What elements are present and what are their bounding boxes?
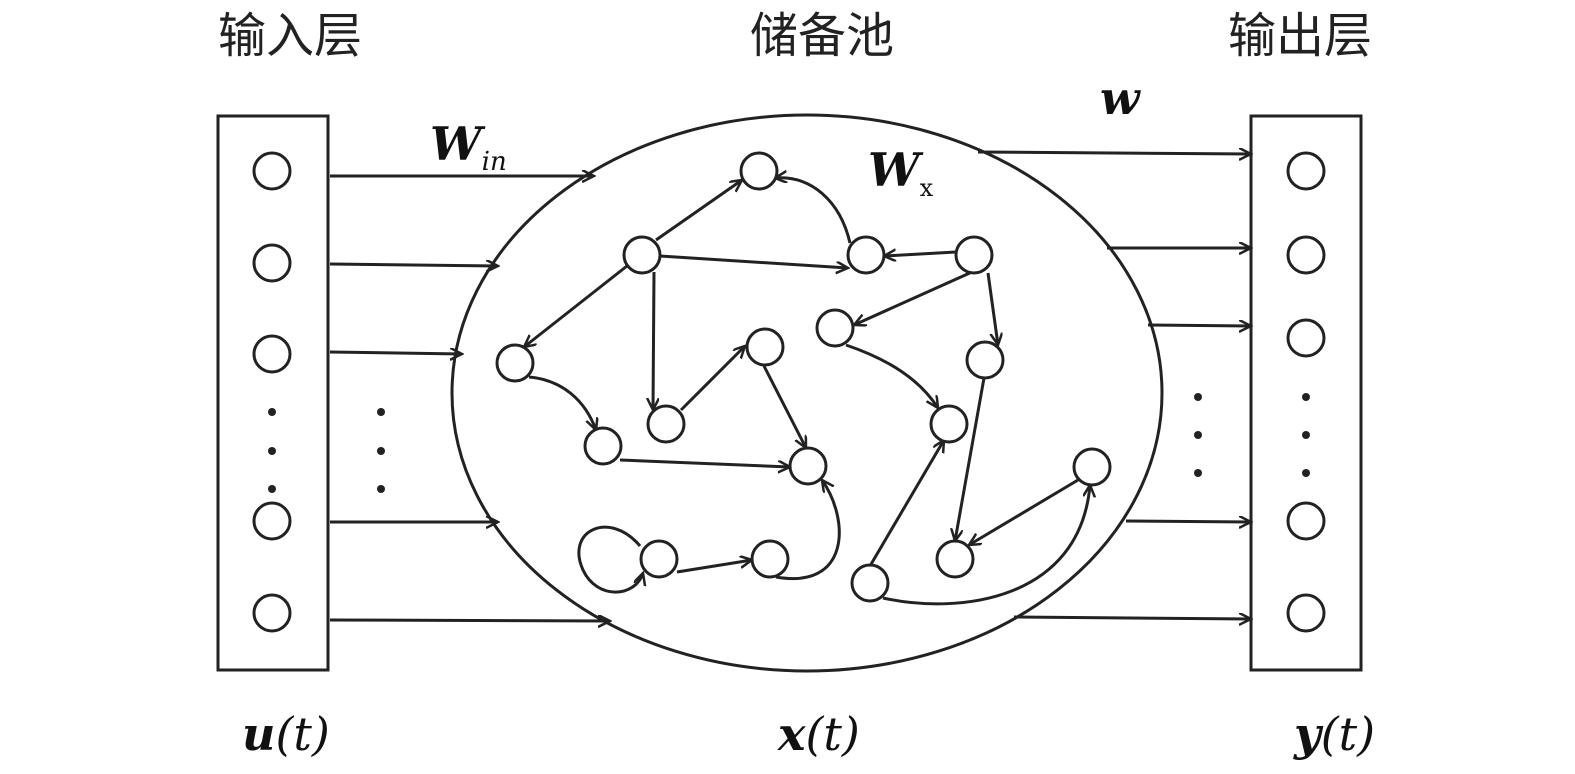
reservoir-node <box>1072 447 1112 487</box>
reservoir-node <box>935 539 975 579</box>
connection-ellipsis-dots <box>377 393 1202 493</box>
output-layer-title: 输出层 <box>1228 8 1372 64</box>
output-node <box>1286 235 1326 275</box>
reservoir-title: 储备池 <box>750 8 894 64</box>
reservoir-state-label: x(t) <box>777 707 860 761</box>
reservoir-node <box>750 539 790 579</box>
output-node <box>1286 151 1326 191</box>
output-weight-label: w <box>1100 71 1141 125</box>
reservoir-ellipse <box>450 113 1164 673</box>
input-node <box>252 151 292 191</box>
input-layer <box>216 114 330 672</box>
reservoir-connections <box>524 178 1090 606</box>
reservoir-node <box>929 404 969 444</box>
input-weight-label: Win <box>430 117 507 177</box>
output-ellipsis-dots <box>1302 393 1310 477</box>
input-layer-title: 输入层 <box>218 8 362 64</box>
reservoir-node <box>954 235 994 275</box>
output-node <box>1286 318 1326 358</box>
reservoir-node <box>639 539 679 579</box>
input-node <box>252 593 292 633</box>
reservoir-node <box>622 235 662 275</box>
reservoir-node <box>815 308 855 348</box>
output-layer <box>1249 114 1363 672</box>
reservoir-nodes <box>495 151 1112 603</box>
input-signal-label: u(t) <box>242 707 330 761</box>
input-ellipsis-dots <box>268 408 276 493</box>
reservoir-node <box>739 151 779 191</box>
reservoir-node <box>745 327 785 367</box>
output-connections <box>977 152 1251 619</box>
output-node <box>1286 593 1326 633</box>
reservoir-node <box>495 343 535 383</box>
input-node <box>252 334 292 374</box>
reservoir-node <box>788 446 828 486</box>
reservoir-node <box>965 340 1005 380</box>
input-node <box>252 243 292 283</box>
reservoir-node <box>583 426 623 466</box>
reservoir-node <box>846 235 886 275</box>
input-node <box>252 501 292 541</box>
output-signal-label: y(t) <box>1293 707 1375 761</box>
reservoir-node <box>646 404 686 444</box>
reservoir-node <box>850 563 890 603</box>
reservoir-weight-label: Wx <box>868 143 934 202</box>
output-node <box>1286 501 1326 541</box>
input-connections <box>329 176 610 621</box>
